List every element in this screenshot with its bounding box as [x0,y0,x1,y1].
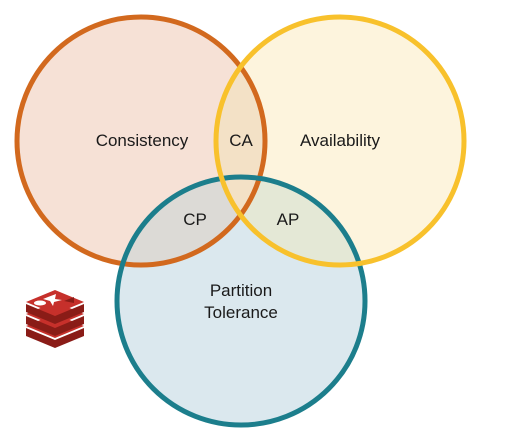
availability-label: Availability [300,131,381,150]
cp-overlap-fill [117,177,265,265]
ap-label: AP [277,210,300,229]
partition-label-line1: Partition [210,281,272,300]
ap-overlap-fill [216,177,365,265]
availability-circle [213,14,467,268]
partition-circle [114,174,368,428]
ca-label: CA [229,131,253,150]
redis-logo [26,290,84,348]
cp-label: CP [183,210,207,229]
consistency-label: Consistency [96,131,189,150]
consistency-circle [14,14,268,268]
partition-label-line2: Tolerance [204,303,278,322]
